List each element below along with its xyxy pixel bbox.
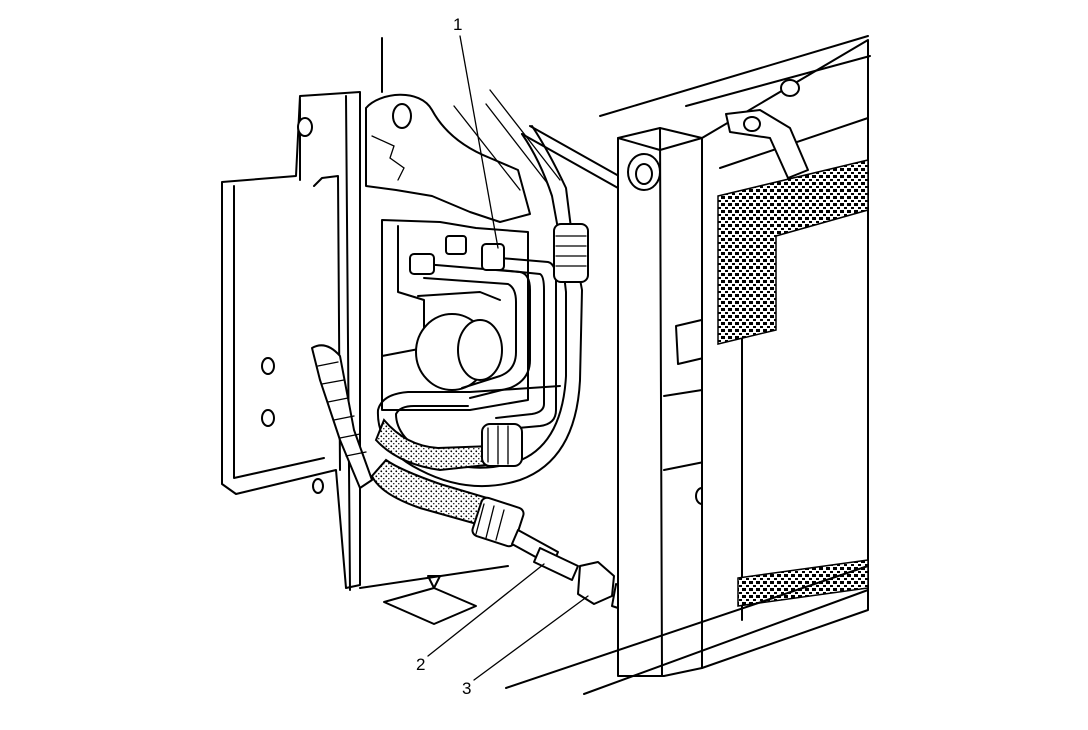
- callout-1: 1: [453, 15, 499, 249]
- cooler-tubes: [409, 235, 557, 431]
- callout-number: 3: [462, 679, 471, 698]
- callout-3: 3: [462, 595, 589, 698]
- fan-shroud: [365, 89, 561, 223]
- floor-lines: [359, 565, 869, 695]
- callout-number: 1: [453, 15, 462, 34]
- wire-harness: [311, 344, 373, 489]
- radiator-core: [599, 35, 871, 669]
- callout-number: 2: [416, 655, 425, 674]
- frame-bracket: [221, 91, 361, 591]
- radiator-side-tank: [617, 127, 713, 677]
- callout-2: 2: [416, 563, 545, 674]
- lower-hose: [370, 418, 523, 528]
